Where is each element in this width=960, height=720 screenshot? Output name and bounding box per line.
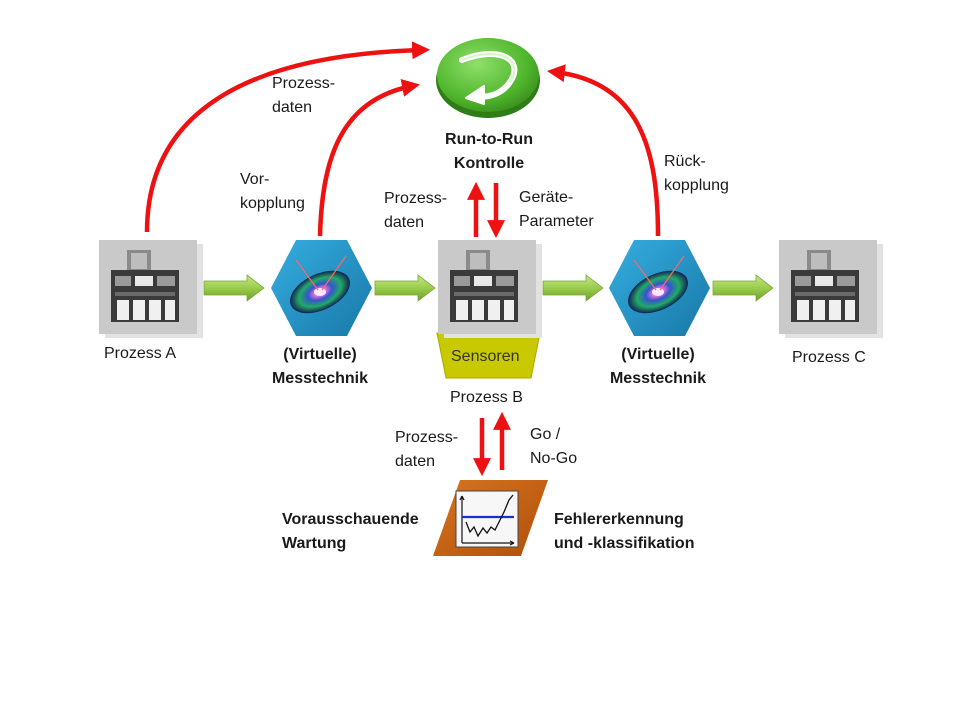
metrology-left-line1: (Virtuelle) [283,346,357,363]
metrology-left-icon [271,240,372,336]
device-params-label: Geräte- Parameter [519,186,594,234]
flow-arrow-4 [712,274,774,302]
process-data-arrow-a [144,41,431,233]
process-a-label: Prozess A [104,345,177,362]
metrology-right-icon [609,240,710,336]
fault-line2: und -klassifikation [554,535,695,552]
flow-arrow-2 [374,274,436,302]
process-data-fdc-line1: Prozess- [395,429,459,446]
go-nogo-line1: Go / [530,426,561,443]
feedforward-line1: Vor- [240,171,270,188]
feedback-line1: Rück- [664,153,706,170]
fault-detection-label: Fehlererkennung und -klassifikation [554,508,694,556]
metrology-right-label: (Virtuelle) Messtechnik [590,343,726,391]
metrology-right-line1: (Virtuelle) [621,346,695,363]
feedback-arrow [546,64,661,237]
process-a-equipment-image [99,240,197,334]
feedforward-arrow [317,79,420,237]
predictive-maintenance-label: Vorausschauende Wartung [282,508,419,556]
feedforward-line2: kopplung [240,195,305,212]
process-data-a-line1: Prozess- [272,75,336,92]
process-b-label: Prozess B [450,389,523,406]
fdc-chart-icon [433,480,548,556]
feedback-label: Rück- kopplung [664,150,729,198]
process-data-b-line1: Prozess- [384,190,448,207]
feedback-line2: kopplung [664,177,729,194]
process-c-label: Prozess C [792,349,866,366]
predictive-line2: Wartung [282,535,347,552]
process-data-b-label: Prozess- daten [384,187,447,235]
process-data-a-label: Prozess- daten [272,72,335,120]
device-params-line1: Geräte- [519,189,574,206]
controller-title: Run-to-Run Kontrolle [412,128,566,176]
process-data-a-line2: daten [272,99,313,116]
flow-arrow-1 [203,274,265,302]
go-nogo-line2: No-Go [530,450,578,467]
go-nogo-label: Go / No-Go [530,423,577,471]
process-data-b-line2: daten [384,214,425,231]
flow-arrow-3 [542,274,604,302]
controller-title-line1: Run-to-Run [445,131,533,148]
metrology-right-line2: Messtechnik [609,370,707,387]
process-data-fdc-line2: daten [395,453,436,470]
run-to-run-controller-icon [436,38,540,118]
predictive-line1: Vorausschauende [282,511,419,528]
feedforward-label: Vor- kopplung [240,168,305,216]
metrology-left-line2: Messtechnik [271,370,369,387]
sensors-label: Sensoren [451,348,520,365]
controller-title-line2: Kontrolle [453,155,525,172]
process-c-equipment-image [779,240,877,334]
metrology-left-label: (Virtuelle) Messtechnik [252,343,388,391]
device-params-line2: Parameter [519,213,594,230]
fault-line1: Fehlererkennung [554,511,684,528]
process-b-equipment-image [438,240,536,334]
process-data-fdc-label: Prozess- daten [395,426,458,474]
